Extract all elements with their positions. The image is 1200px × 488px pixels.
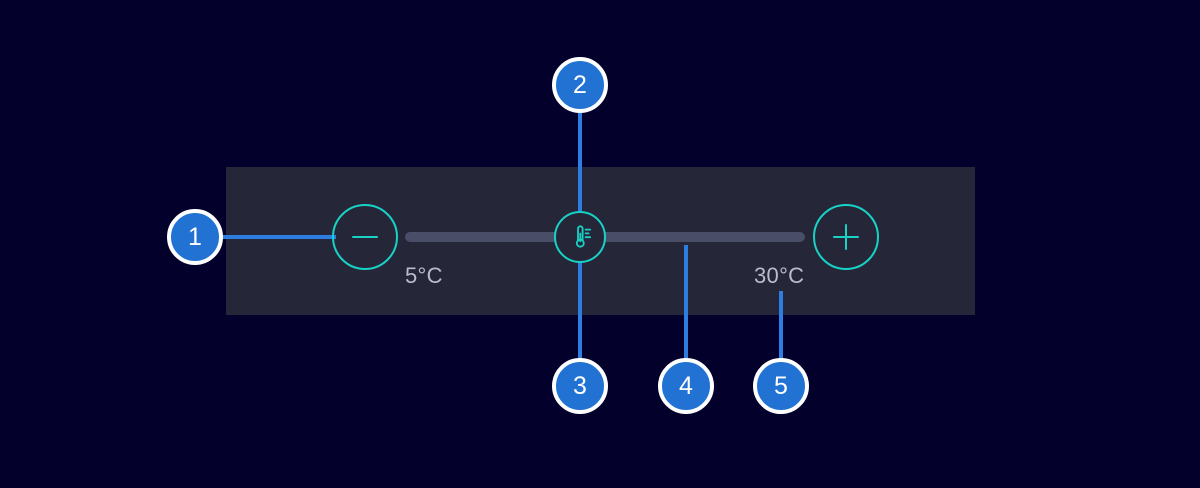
callout-badge-4-label: 4 [679,371,693,400]
leader-line-5 [779,291,783,362]
callout-badge-5[interactable]: 5 [753,358,809,414]
callout-badge-3[interactable]: 3 [552,358,608,414]
minus-icon [334,206,396,268]
callout-badge-1[interactable]: 1 [167,209,223,265]
callout-badge-1-label: 1 [188,222,202,251]
leader-line-4 [684,245,688,362]
leader-line-2 [578,110,582,215]
plus-icon [815,206,877,268]
callout-badge-3-label: 3 [573,371,587,400]
thermometer-icon [565,222,595,252]
callout-badge-2[interactable]: 2 [552,57,608,113]
min-temperature-label: 5°C [405,263,443,288]
leader-line-3 [578,258,582,362]
callout-badge-5-label: 5 [774,371,788,400]
temperature-slider-handle[interactable] [554,211,606,263]
callout-badge-2-label: 2 [573,70,587,99]
increase-temperature-button[interactable] [813,204,879,270]
leader-line-1 [218,235,336,239]
decrease-temperature-button[interactable] [332,204,398,270]
max-temperature-label: 30°C [754,263,805,288]
callout-badge-4[interactable]: 4 [658,358,714,414]
